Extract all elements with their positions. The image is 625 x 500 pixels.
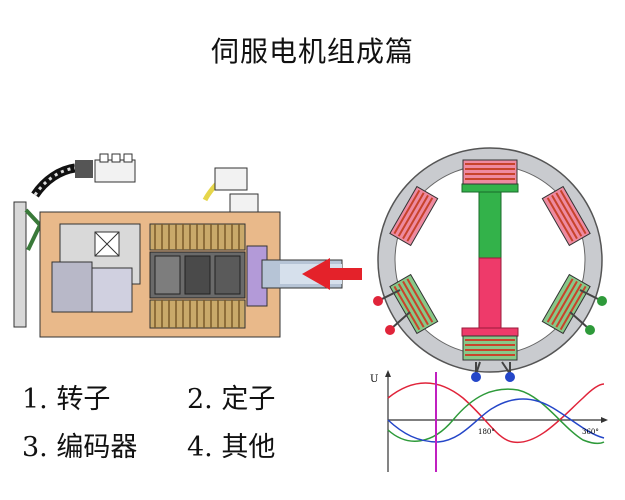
phase-blue-curve — [387, 398, 605, 443]
legend-item-encoder: 3. 编码器 — [22, 431, 138, 463]
legend-item-other: 4. 其他 — [187, 431, 276, 463]
component-legend: 1. 转子 2. 定子 3. 编码器 4. 其他 — [22, 372, 352, 468]
waveform-y-label: U — [370, 374, 378, 385]
tick-label-360: 360° — [582, 428, 599, 436]
legend-item-stator: 2. 定子 — [187, 383, 276, 415]
blue-terminals — [471, 362, 515, 382]
page-title: 伺服电机组成篇 — [210, 35, 414, 68]
motor-cutaway-illustration — [13, 153, 362, 338]
legend-item-rotor: 1. 转子 — [22, 383, 111, 415]
stator-rotor-cross-section — [373, 147, 607, 375]
tick-label-180: 180° — [478, 428, 495, 436]
phase-red-curve — [387, 382, 605, 443]
three-phase-waveform: U 180° 360° — [370, 370, 608, 472]
phase-green-curve — [387, 388, 605, 445]
